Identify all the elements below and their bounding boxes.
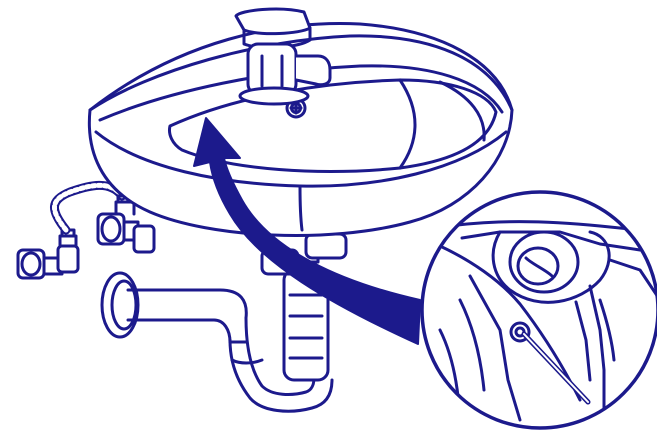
detail-callout	[420, 192, 657, 428]
wall-flange	[102, 273, 246, 342]
angle-valve-left	[18, 230, 78, 278]
